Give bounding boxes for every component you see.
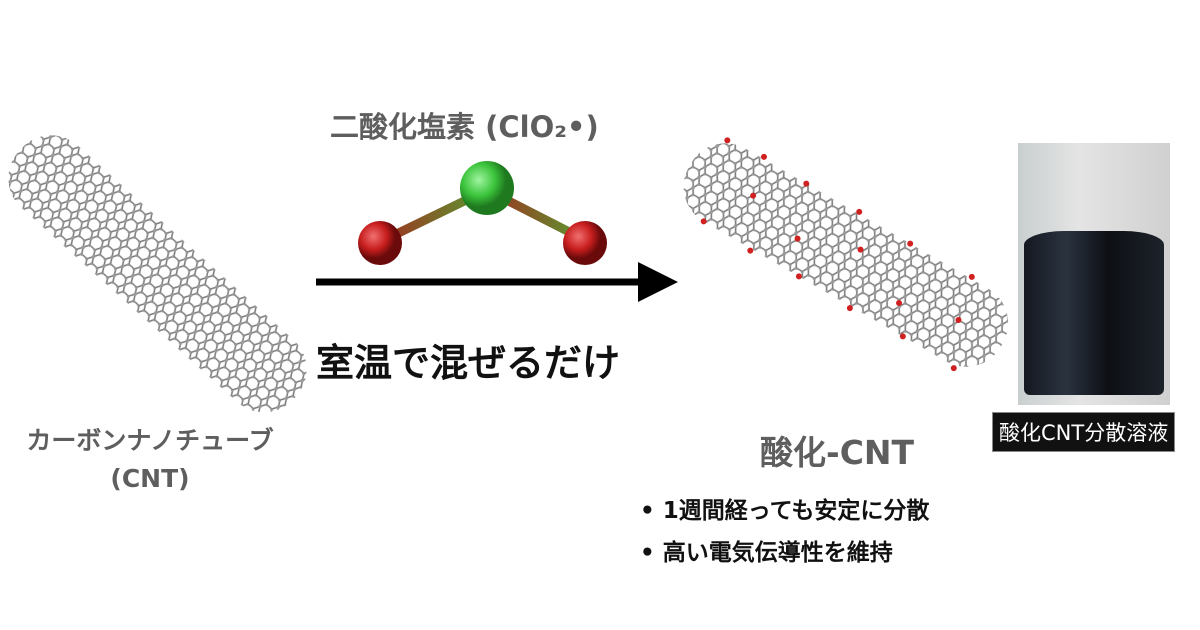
oxidized-cnt-label: 酸化-CNT (760, 433, 915, 472)
process-action: 室温で混ぜるだけ (316, 341, 621, 385)
feature-item: 高い電気伝導性を維持 (640, 532, 929, 574)
oxygen-atom (563, 221, 607, 265)
product-features: 1週間経っても安定に分散 高い電気伝導性を維持 (640, 490, 930, 574)
reaction-arrow (316, 262, 678, 302)
cnt-abbr: (CNT) (110, 464, 190, 493)
cnt-oxidized (683, 137, 1009, 372)
cnt-name: カーボンナノチューブ (26, 426, 274, 455)
feature-item: 1週間経っても安定に分散 (640, 490, 930, 532)
dispersion-photo (1018, 143, 1170, 405)
photo-caption: 酸化CNT分散溶液 (992, 412, 1176, 452)
chlorine-atom (460, 161, 514, 215)
clo2-molecule (358, 161, 607, 265)
cnt-left (8, 135, 307, 413)
reagent-title: 二酸化塩素 (ClO₂•) (330, 110, 599, 144)
cnt-label: カーボンナノチューブ (CNT) (0, 422, 300, 498)
oxygen-atom (358, 221, 402, 265)
